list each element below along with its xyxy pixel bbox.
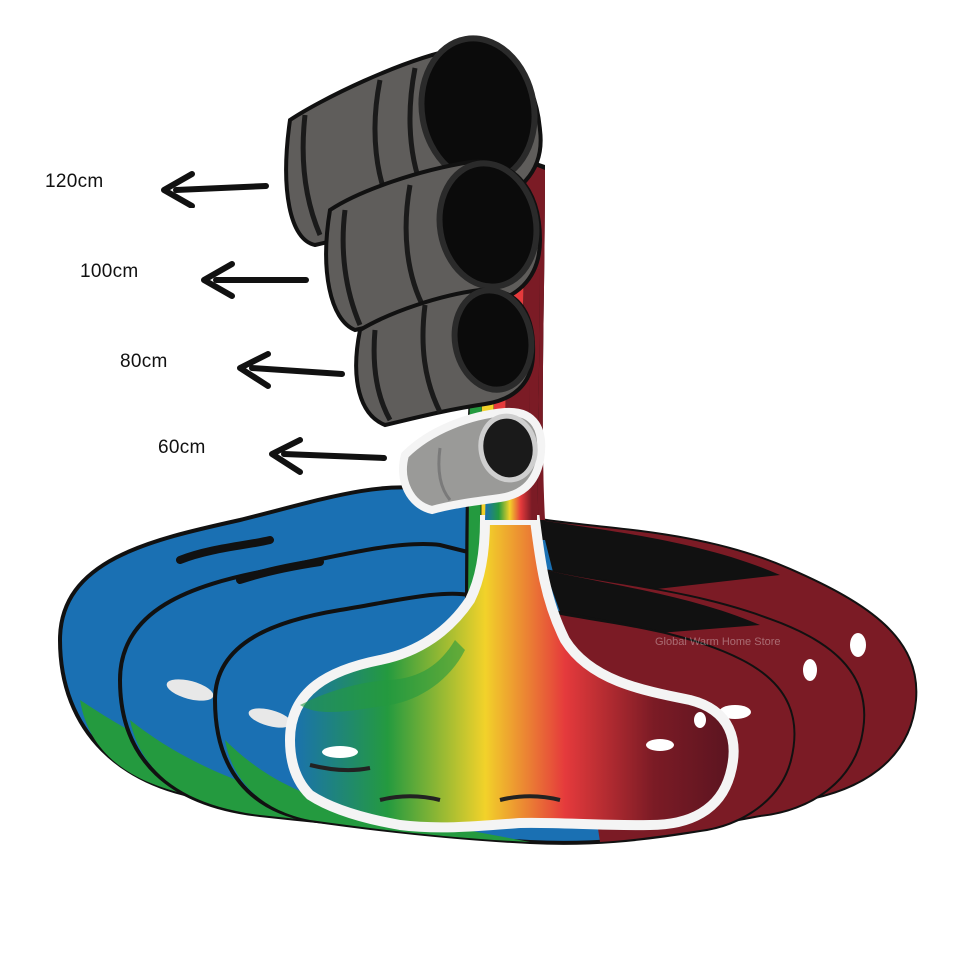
size-label-120cm: 120cm: [45, 171, 104, 192]
size-label-100cm: 100cm: [80, 261, 139, 282]
watermark: Global Warm Home Store: [655, 636, 781, 648]
arrow-left-icon: [237, 351, 345, 389]
arrow-left-icon: [201, 261, 309, 299]
arrow-left-icon: [269, 437, 387, 475]
rug-60cm: [284, 407, 739, 833]
arrow-left-icon: [161, 171, 269, 208]
size-label-80cm: 80cm: [120, 351, 168, 372]
size-label-60cm: 60cm: [158, 437, 206, 458]
